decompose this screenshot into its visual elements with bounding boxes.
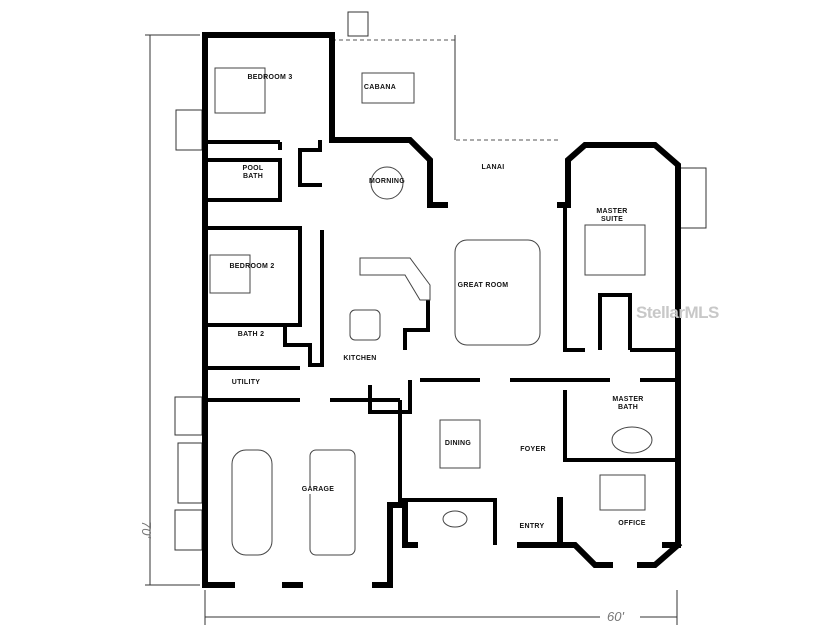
room-label-morning: MORNING (369, 178, 405, 185)
room-label-lanai: LANAI (481, 164, 505, 171)
exterior-walls (202, 32, 683, 588)
room-label-garage: GARAGE (301, 486, 335, 494)
furniture (209, 67, 653, 556)
width-dimension: 60' (607, 609, 624, 624)
room-label-cabana: CABANA (363, 84, 397, 91)
room-label-bath-2: BATH 2 (237, 331, 265, 338)
depth-dimension: 70' (138, 521, 154, 538)
room-label-master-suite: MASTER SUITE (596, 208, 628, 223)
room-label-bedroom-2: BEDROOM 2 (229, 263, 275, 270)
room-label-utility: UTILITY (231, 379, 261, 386)
room-label-dining: DINING (444, 440, 472, 448)
room-label-entry: ENTRY (519, 523, 545, 530)
dimension-lines (145, 34, 678, 625)
room-label-master-bath: MASTER BATH (612, 396, 644, 411)
interior-walls (205, 140, 678, 545)
room-label-kitchen: KITCHEN (343, 355, 377, 362)
room-label-office: OFFICE (618, 520, 646, 528)
room-label-bedroom-3: BEDROOM 3 (247, 74, 293, 81)
room-label-foyer: FOYER (520, 446, 546, 453)
room-label-great-room: GREAT ROOM (457, 282, 509, 289)
room-label-pool-bath: POOL BATH (242, 165, 264, 180)
watermark: StellarMLS (636, 303, 719, 322)
